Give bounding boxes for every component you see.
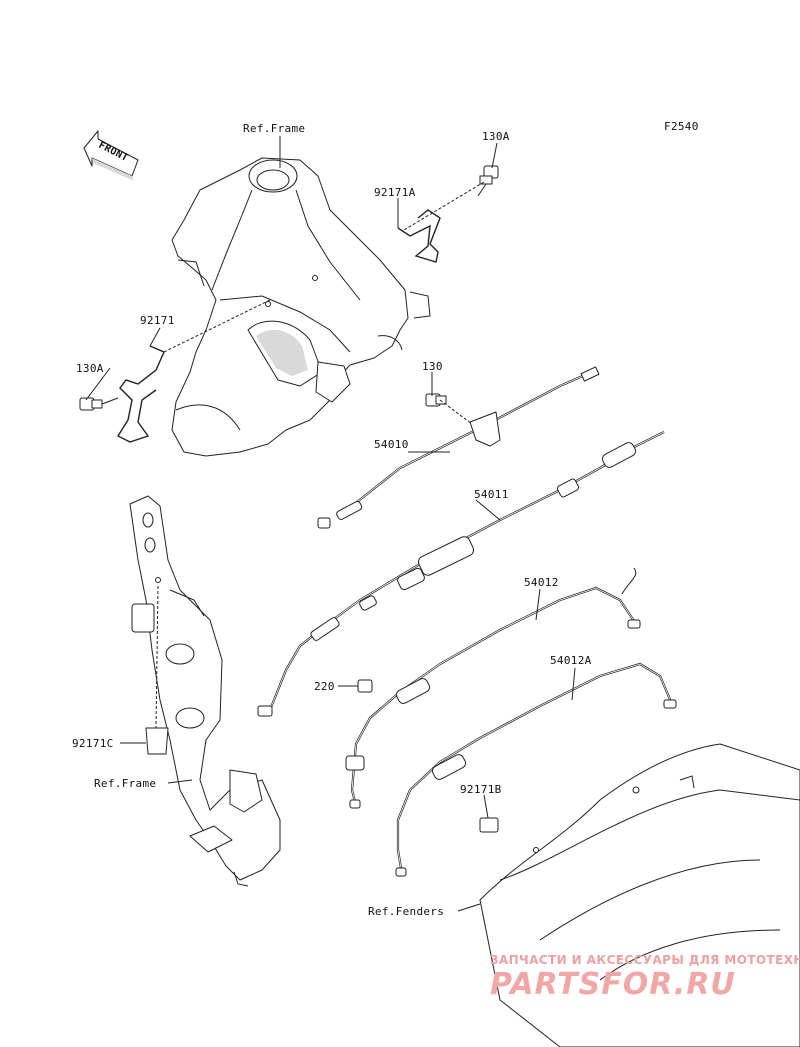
cable-54012A — [395, 662, 677, 877]
rear-fender-illustration — [479, 743, 800, 1047]
callout-92171A: 92171A — [374, 186, 416, 199]
front-direction-arrow: FRONT — [83, 130, 139, 181]
cable-54011 — [257, 431, 665, 717]
upper-frame-illustration — [171, 157, 431, 457]
callout-220: 220 — [314, 680, 335, 693]
callout-92171: 92171 — [140, 314, 175, 327]
callout-54010: 54010 — [374, 438, 409, 451]
callout-54011: 54011 — [474, 488, 509, 501]
clip-92171 — [116, 345, 165, 443]
callout-130: 130 — [422, 360, 443, 373]
callout-ref-frame-bottom: Ref.Frame — [94, 777, 156, 790]
callout-92171B: 92171B — [460, 783, 502, 796]
callout-ref-frame-top: Ref.Frame — [243, 122, 305, 135]
cable-54012 — [345, 567, 641, 809]
bolt-130 — [425, 393, 447, 407]
callout-130A-left: 130A — [76, 362, 104, 375]
callout-54012A: 54012A — [550, 654, 592, 667]
clip-92171A — [397, 209, 441, 263]
callout-ref-fenders: Ref.Fenders — [368, 905, 444, 918]
bolt-130A-top — [477, 165, 499, 197]
figure-code: F2540 — [664, 120, 699, 133]
callout-54012: 54012 — [524, 576, 559, 589]
bolt-130A-left — [79, 397, 119, 411]
cable-54010 — [317, 366, 600, 529]
lower-frame-illustration — [129, 495, 281, 887]
leader-lines — [85, 136, 576, 912]
watermark-tagline: ЗАПЧАСТИ И АКСЕССУАРЫ ДЛЯ МОТОТЕХНИКИ — [490, 953, 800, 967]
callout-130A-top: 130A — [482, 130, 510, 143]
nut-220 — [357, 679, 373, 693]
callout-92171C: 92171C — [72, 737, 114, 750]
watermark-brand: PARTSFOR.RU — [490, 967, 736, 1002]
